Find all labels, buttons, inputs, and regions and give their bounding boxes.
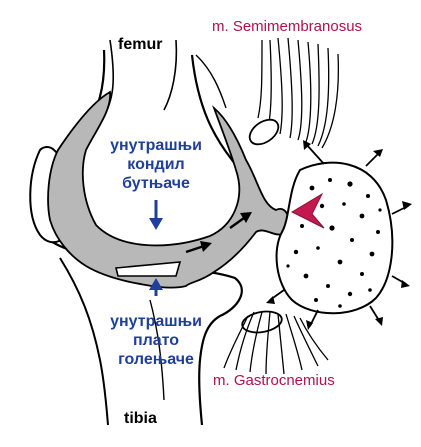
- flow-arrow-1-head: [200, 241, 212, 252]
- condyle-arrow-head: [149, 218, 163, 230]
- label-tibia: tibia: [124, 410, 157, 427]
- flow-arrow-2-head: [240, 212, 252, 223]
- gastrocnemius-muscle: [223, 311, 329, 375]
- label-semimembranosus: m. Semimembranosus: [212, 18, 363, 35]
- synovial-fluid: [47, 90, 290, 289]
- condyle-line-1: унутрашњи: [110, 137, 202, 154]
- femur-posterior-line: [195, 54, 227, 109]
- tibia-front-line: [59, 257, 109, 426]
- baker-cyst: [275, 161, 394, 315]
- flow-arrow-1: [185, 244, 205, 254]
- pointer-arrow-icon: [290, 192, 325, 229]
- plateau-line-3: голењаче: [118, 351, 194, 368]
- condyle-line-2: кондил: [127, 156, 185, 173]
- label-femur: femur: [118, 36, 163, 53]
- condyle-line-3: бутњаче: [122, 175, 190, 192]
- label-medial-femoral-condyle: унутрашњи кондил бутњаче: [84, 136, 228, 193]
- plateau-line-2: плато: [132, 332, 180, 349]
- plateau-line-1: унутрашњи: [110, 313, 202, 330]
- femur-inner-line: [163, 39, 178, 111]
- cyst-expansion-arrowheads: [266, 140, 412, 330]
- tibia-back-line: [149, 299, 165, 401]
- semimembranosus-tendon: [248, 118, 280, 146]
- flow-arrow-2: [229, 217, 245, 229]
- cyst-speckles: [286, 178, 382, 308]
- label-medial-tibial-plateau: унутрашњи плато голењаче: [84, 312, 228, 369]
- plateau-arrow-head: [149, 278, 163, 290]
- label-gastrocnemius: m. Gastrocnemius: [213, 372, 335, 389]
- meniscus-wedge: [114, 261, 182, 277]
